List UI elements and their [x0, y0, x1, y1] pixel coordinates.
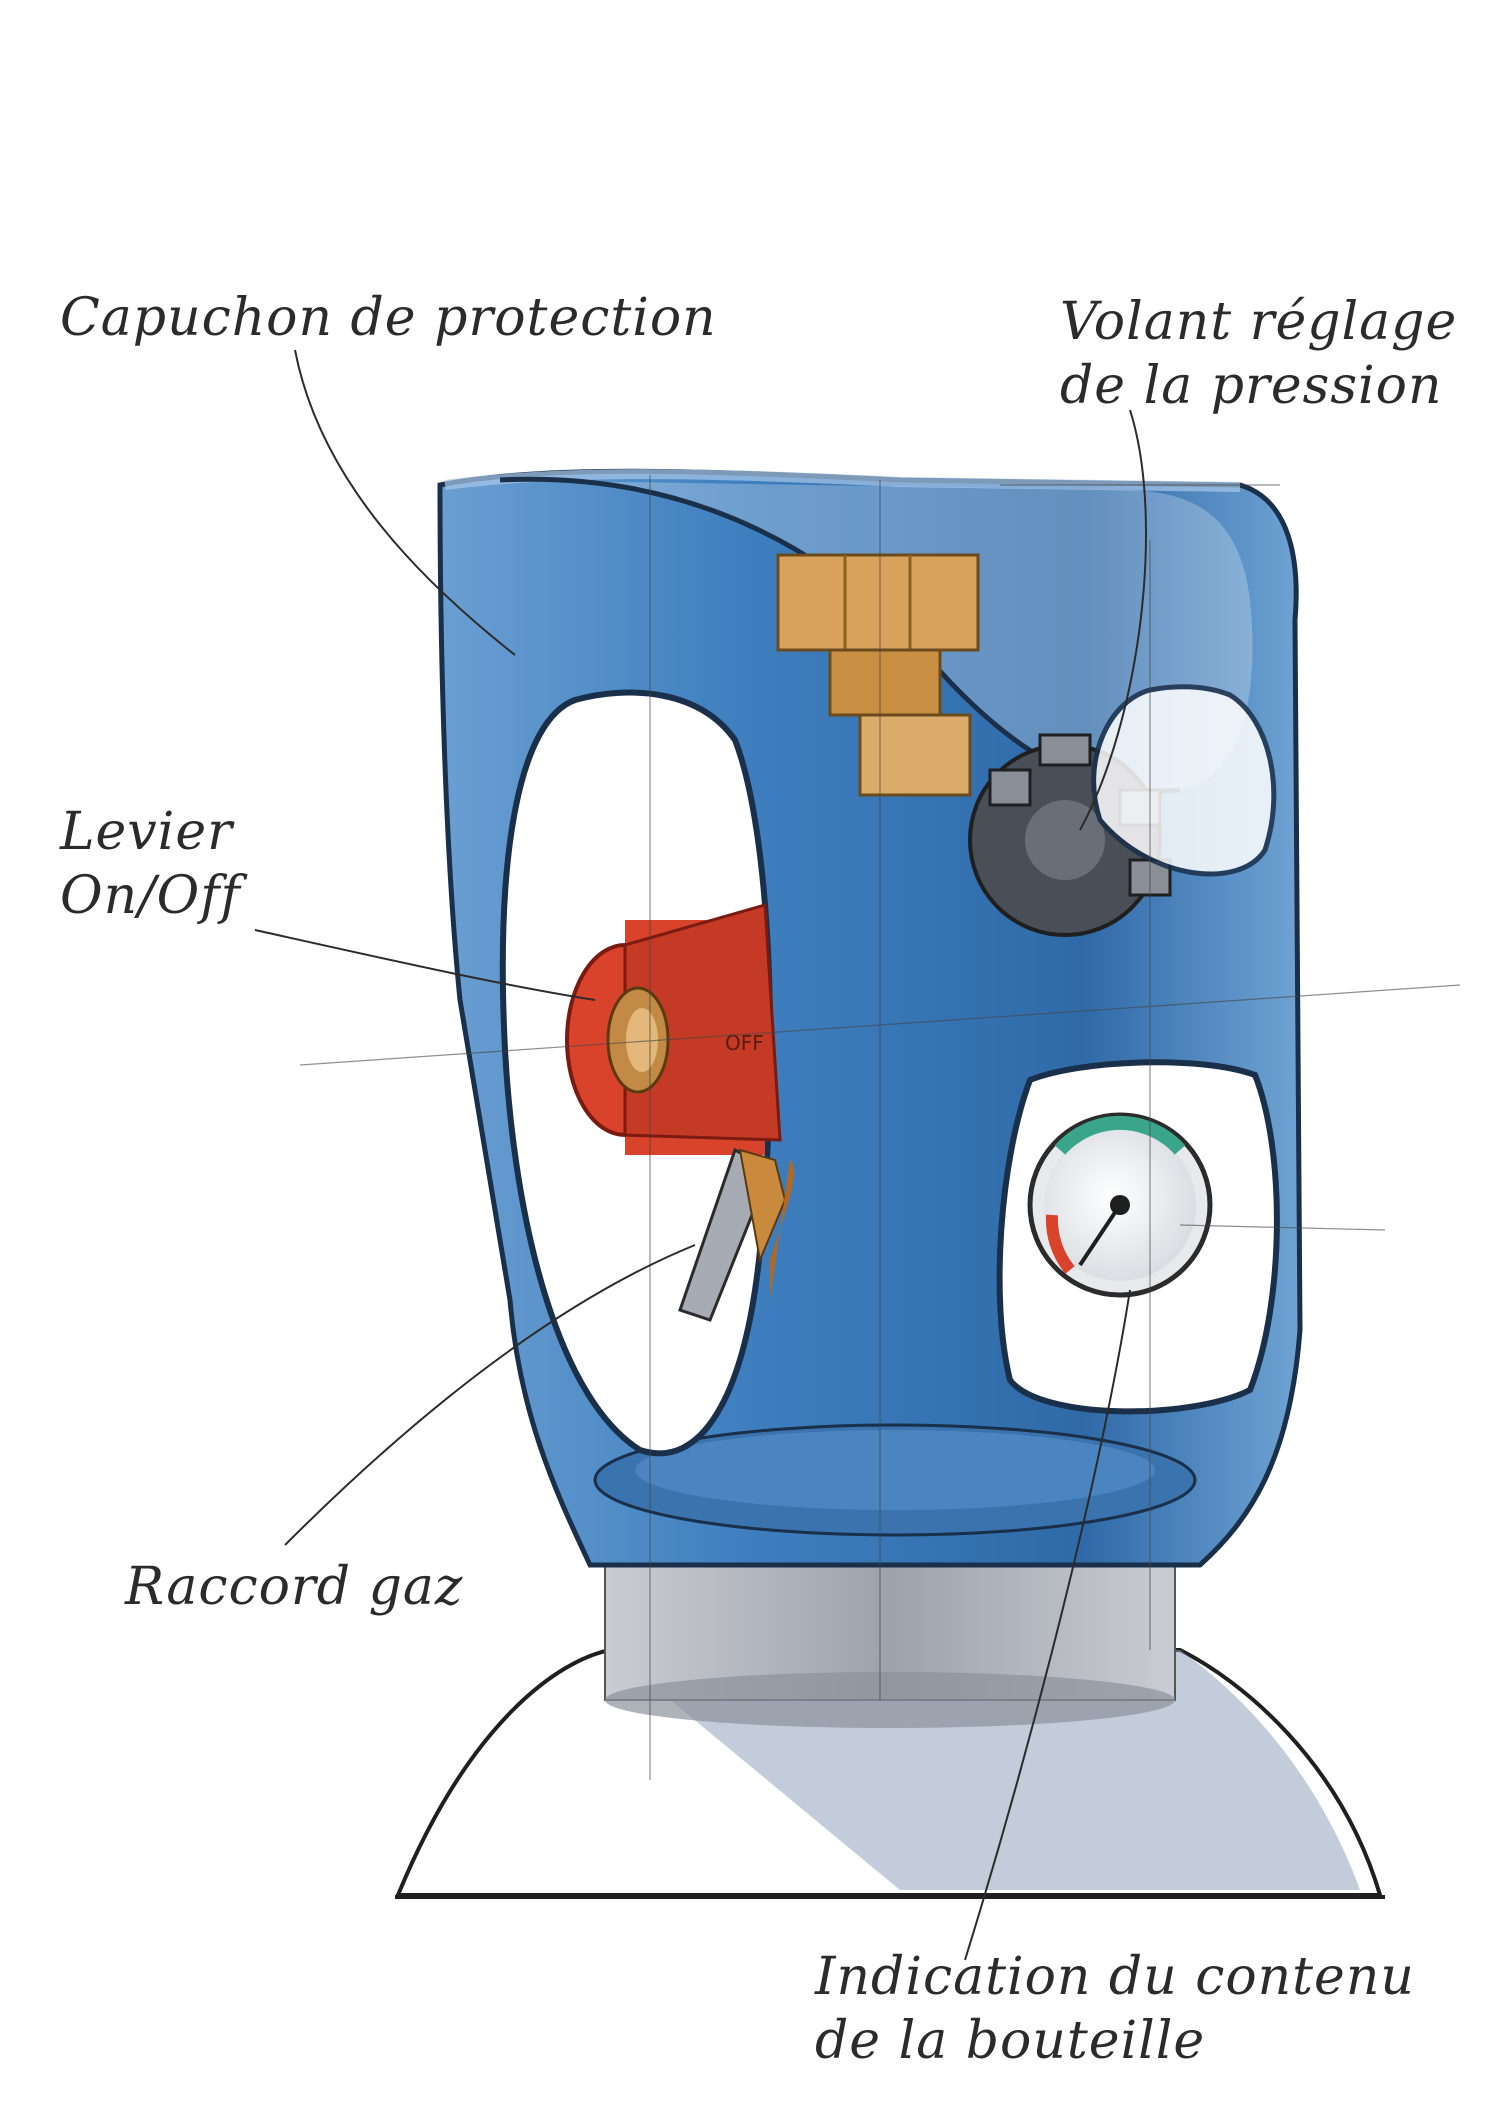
content-gauge [1030, 1115, 1210, 1295]
label-on-off-lever: Levier On/Off [60, 800, 241, 928]
label-gas-connector: Raccord gaz [125, 1555, 463, 1619]
label-pressure-wheel: Volant réglage de la pression [1060, 290, 1457, 418]
label-content-indicator: Indication du contenu de la bouteille [815, 1945, 1415, 2073]
bottle-collar [605, 1560, 1175, 1728]
label-protection-cap: Capuchon de protection [60, 286, 717, 350]
